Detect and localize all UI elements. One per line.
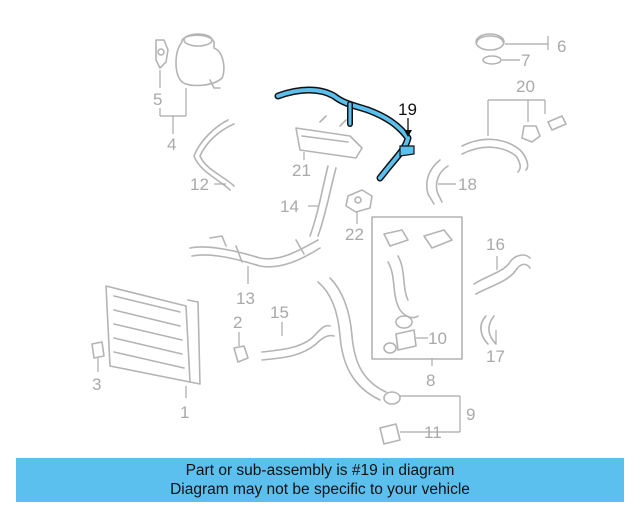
callout-15: 15 [270,303,289,322]
hose-14 [308,165,337,237]
coolant-pipe-21 [295,115,363,160]
banner-line-2: Diagram may not be specific to your vehi… [170,481,470,498]
radiator-hose-9 [317,277,461,445]
hose-12 [193,119,235,191]
callout-6: 6 [557,37,566,56]
water-pump-assembly-8 [371,216,463,366]
pipe-15 [261,322,335,361]
info-banner: Part or sub-assembly is #19 in diagram D… [16,458,624,502]
callout-12: 12 [190,175,209,194]
callout-21: 21 [292,161,311,180]
callout-19: 19 [398,100,417,119]
radiator-1 [105,285,201,398]
flange-22 [345,189,373,224]
coolant-reservoir [155,33,225,89]
bracket-2 [233,332,249,363]
pipe-bracket-13 [189,235,321,284]
callout-2: 2 [233,313,242,332]
reservoir-cap [475,33,549,65]
callout-8: 8 [426,371,435,390]
callout-20: 20 [516,77,535,96]
callout-11: 11 [424,423,442,442]
callout-5: 5 [153,90,162,109]
callout-17: 17 [486,347,505,366]
hose-16 [473,254,531,295]
callout-16: 16 [486,235,505,254]
callout-14: 14 [280,197,299,216]
callout-3: 3 [92,375,101,394]
highlighted-part-19-hose [274,86,415,182]
hose-17 [480,315,497,345]
callout-22: 22 [345,225,364,244]
hose-and-fittings-20 [461,99,567,173]
leader-lines-4-5 [159,70,187,134]
callout-10: 10 [428,329,447,348]
callout-13: 13 [236,289,255,308]
bracket-3 [91,341,105,372]
callout-9: 9 [466,405,475,424]
callout-18: 18 [458,175,477,194]
callout-7: 7 [521,51,530,70]
banner-line-1: Part or sub-assembly is #19 in diagram [185,462,455,479]
callout-4: 4 [167,135,176,154]
callout-1: 1 [180,403,189,422]
hose-18 [425,159,456,205]
